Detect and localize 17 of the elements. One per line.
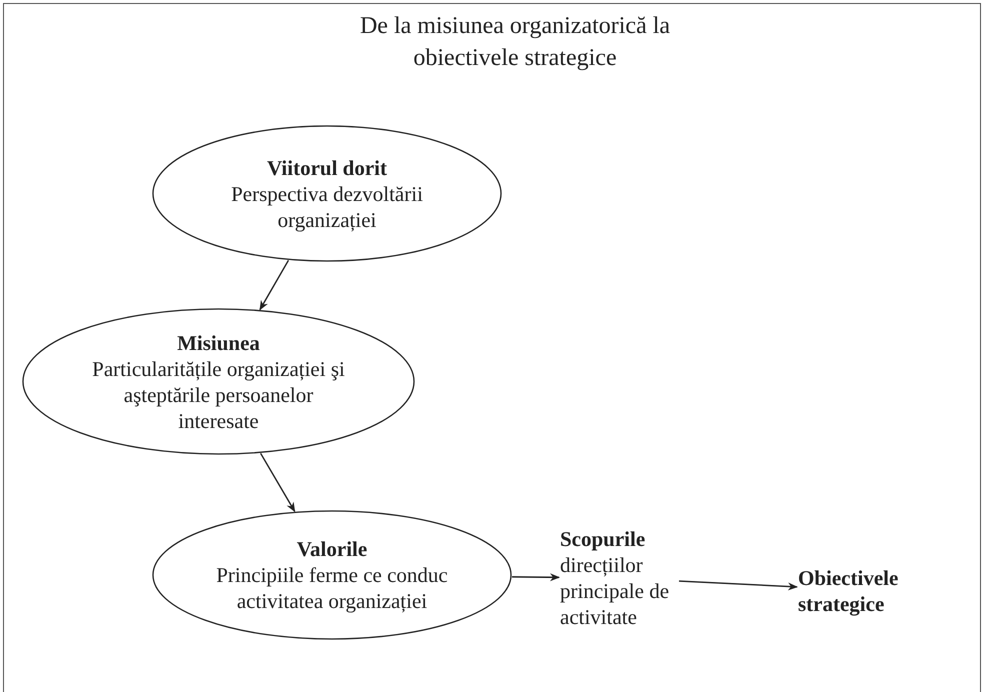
- node-heading: Scopurile: [560, 526, 646, 552]
- arrow: [260, 452, 296, 512]
- ellipse-node: [152, 125, 502, 262]
- arrow: [678, 580, 798, 590]
- diagram-title: De la misiunea organizatorică la obiectivele strategice: [358, 12, 672, 73]
- node-description: Perspectiva dezvoltării organizației: [230, 180, 424, 232]
- node-description: Principiile ferme ce conduc activitatea organizației: [215, 562, 449, 614]
- node-heading: Misiunea: [177, 330, 260, 356]
- ellipse-node: [22, 308, 415, 455]
- arrow: [512, 573, 560, 582]
- node-heading: Viitorul dorit: [267, 154, 387, 180]
- node-description: Particularitățile organizației şi aşteptările persoanelor interesate: [91, 356, 346, 434]
- ellipse-node: [152, 510, 512, 640]
- node-heading: Valorile: [296, 536, 368, 562]
- arrow: [259, 260, 290, 311]
- node-heading: Obiectivele strategice: [798, 565, 900, 617]
- node-description: direcțiilor principale de activitate: [560, 552, 670, 630]
